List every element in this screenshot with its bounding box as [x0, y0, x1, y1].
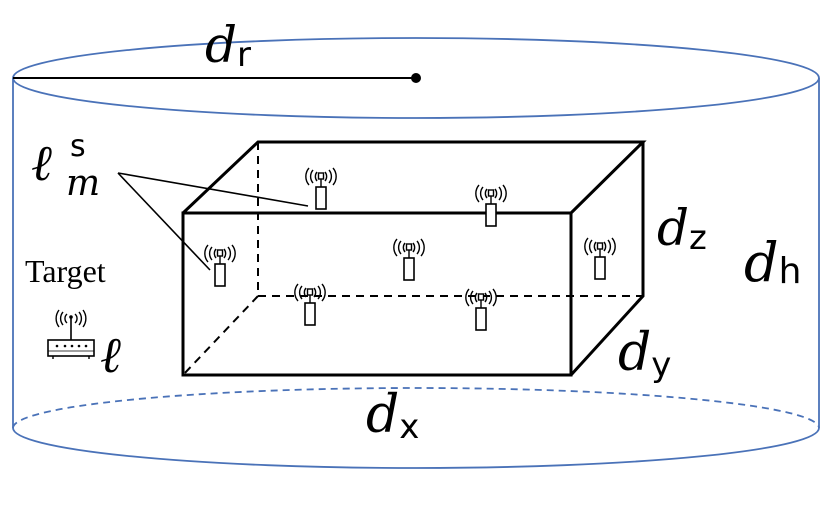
cylinder-bottom-back-arc: [12, 387, 820, 429]
label-d-y: dy: [618, 323, 671, 385]
cylinder-bottom-front-arc: [12, 427, 820, 469]
antenna-tag-icon: [465, 288, 497, 331]
label-d-r: dr: [205, 16, 251, 75]
label-target: Target: [25, 253, 106, 289]
antenna-tag-icon: [294, 283, 326, 326]
label-d-x: dx: [366, 385, 419, 447]
box-top-back-edges: [181, 140, 647, 215]
antenna-tag-icon: [584, 237, 616, 280]
label-target-symbol: ℓ: [101, 325, 122, 384]
antenna-tag-icon: [393, 238, 425, 281]
anchors: [204, 167, 616, 331]
antenna-tag-icon: [305, 167, 337, 210]
antenna-tag-icon: [475, 184, 507, 227]
label-d-z: dz: [657, 199, 707, 258]
label-anchor: ℓ: [32, 133, 53, 192]
box-front-face: [181, 211, 573, 377]
cylinder-center-dot: [411, 73, 421, 83]
box-hidden-diagonal: [182, 295, 259, 376]
label-d-h: dh: [744, 231, 801, 294]
box: [181, 140, 647, 377]
anchor-pointer-lines: [117, 172, 309, 271]
label-anchor-sup: s: [70, 129, 86, 164]
cylinder: [12, 37, 820, 469]
label-anchor-sub: m: [66, 163, 100, 204]
antenna-tag-icon: [204, 244, 236, 287]
wifi-router-icon: [47, 309, 95, 359]
